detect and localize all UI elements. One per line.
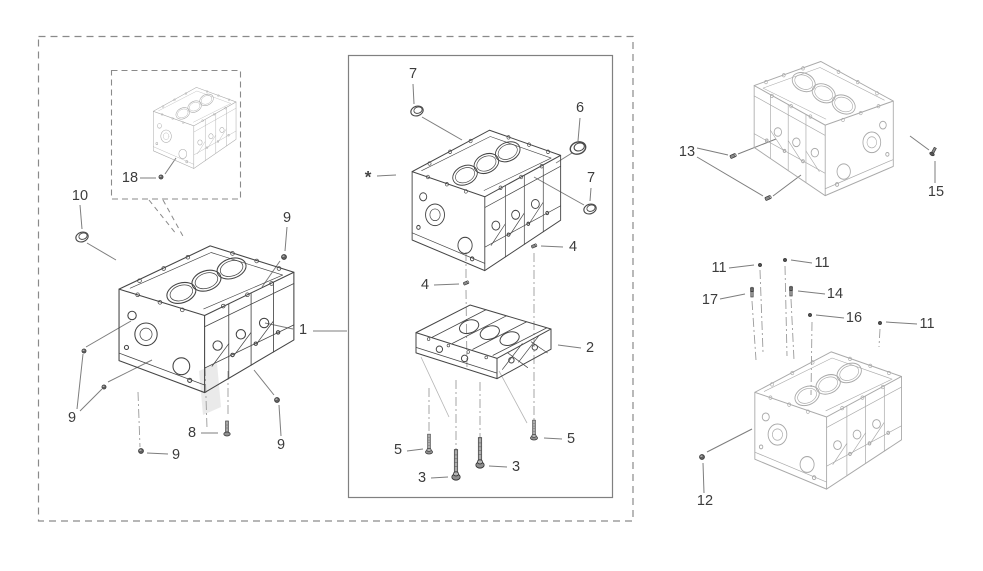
stud-icon [789, 285, 793, 297]
callout-15: 15 [927, 183, 945, 200]
pin-icon [757, 262, 763, 268]
callout-1: 1 [298, 321, 308, 338]
callout-11-right: 11 [919, 315, 935, 332]
callout-16: 16 [845, 309, 863, 326]
callout-5-left: 5 [393, 441, 403, 458]
inset-cylinder-block-drawing [153, 87, 237, 169]
pin-icon [807, 312, 813, 318]
axis-lines [137, 252, 881, 452]
callout-7-top: 7 [408, 65, 418, 82]
small-plug-icon [699, 454, 705, 460]
callout-3-right: 3 [511, 458, 521, 475]
callout-3-left: 3 [417, 469, 427, 486]
callout-10: 10 [71, 187, 89, 204]
leader-lines [76, 83, 936, 494]
small-plug-icon [158, 174, 164, 180]
callout-9-right: 9 [276, 436, 286, 453]
callout-4-bottom: 4 [420, 276, 430, 293]
dowel-pin-icon [764, 194, 773, 201]
bottom-right-cylinder-block-drawing [754, 351, 902, 490]
callout-6: 6 [575, 99, 585, 116]
small-plug-icon [138, 448, 144, 454]
dowel-icon [462, 280, 470, 286]
callout-17: 17 [701, 291, 719, 308]
callout-asterisk: * [364, 167, 372, 187]
callout-9-left: 9 [67, 409, 77, 426]
small-plug-icon [274, 397, 280, 403]
small-plug-icon [81, 348, 87, 354]
stud-bolt-icon [223, 420, 231, 437]
cup-plug-icon [408, 103, 426, 119]
callout-9-top: 9 [282, 209, 292, 226]
detail-view-leaders [148, 199, 185, 239]
callout-4-right: 4 [568, 238, 578, 255]
callout-5-right: 5 [566, 430, 576, 447]
bolt-icon [451, 449, 461, 481]
cup-plug-icon [581, 201, 599, 217]
callout-2: 2 [585, 339, 595, 356]
assembly-cylinder-block-drawing [411, 129, 562, 272]
callout-7-right: 7 [586, 169, 596, 186]
assembly-frame [347, 54, 614, 499]
top-right-cylinder-block-drawing [753, 60, 894, 197]
small-plug-icon [101, 384, 107, 390]
inset-dashed-frame [110, 69, 242, 200]
bolt-icon [425, 433, 433, 455]
bedplate-drawing [415, 304, 552, 380]
dowel-pin-icon [729, 152, 738, 159]
cup-plug-icon [73, 229, 91, 245]
callout-18: 18 [121, 169, 139, 186]
screw-icon [928, 146, 938, 157]
callout-8: 8 [187, 424, 197, 441]
stud-icon [750, 286, 754, 298]
pin-icon [877, 320, 883, 326]
pin-icon [782, 257, 788, 263]
bolt-icon [530, 419, 538, 441]
dowel-icon [530, 243, 538, 249]
outer-dashed-frame [37, 35, 634, 522]
callout-13: 13 [678, 143, 696, 160]
callout-12: 12 [696, 492, 714, 509]
callout-11-left: 11 [711, 259, 727, 276]
callout-11-middle: 11 [814, 254, 830, 271]
small-plug-icon [281, 254, 287, 260]
bolt-icon [475, 437, 485, 469]
callout-9-bottom: 9 [171, 446, 181, 463]
callout-14: 14 [826, 285, 844, 302]
